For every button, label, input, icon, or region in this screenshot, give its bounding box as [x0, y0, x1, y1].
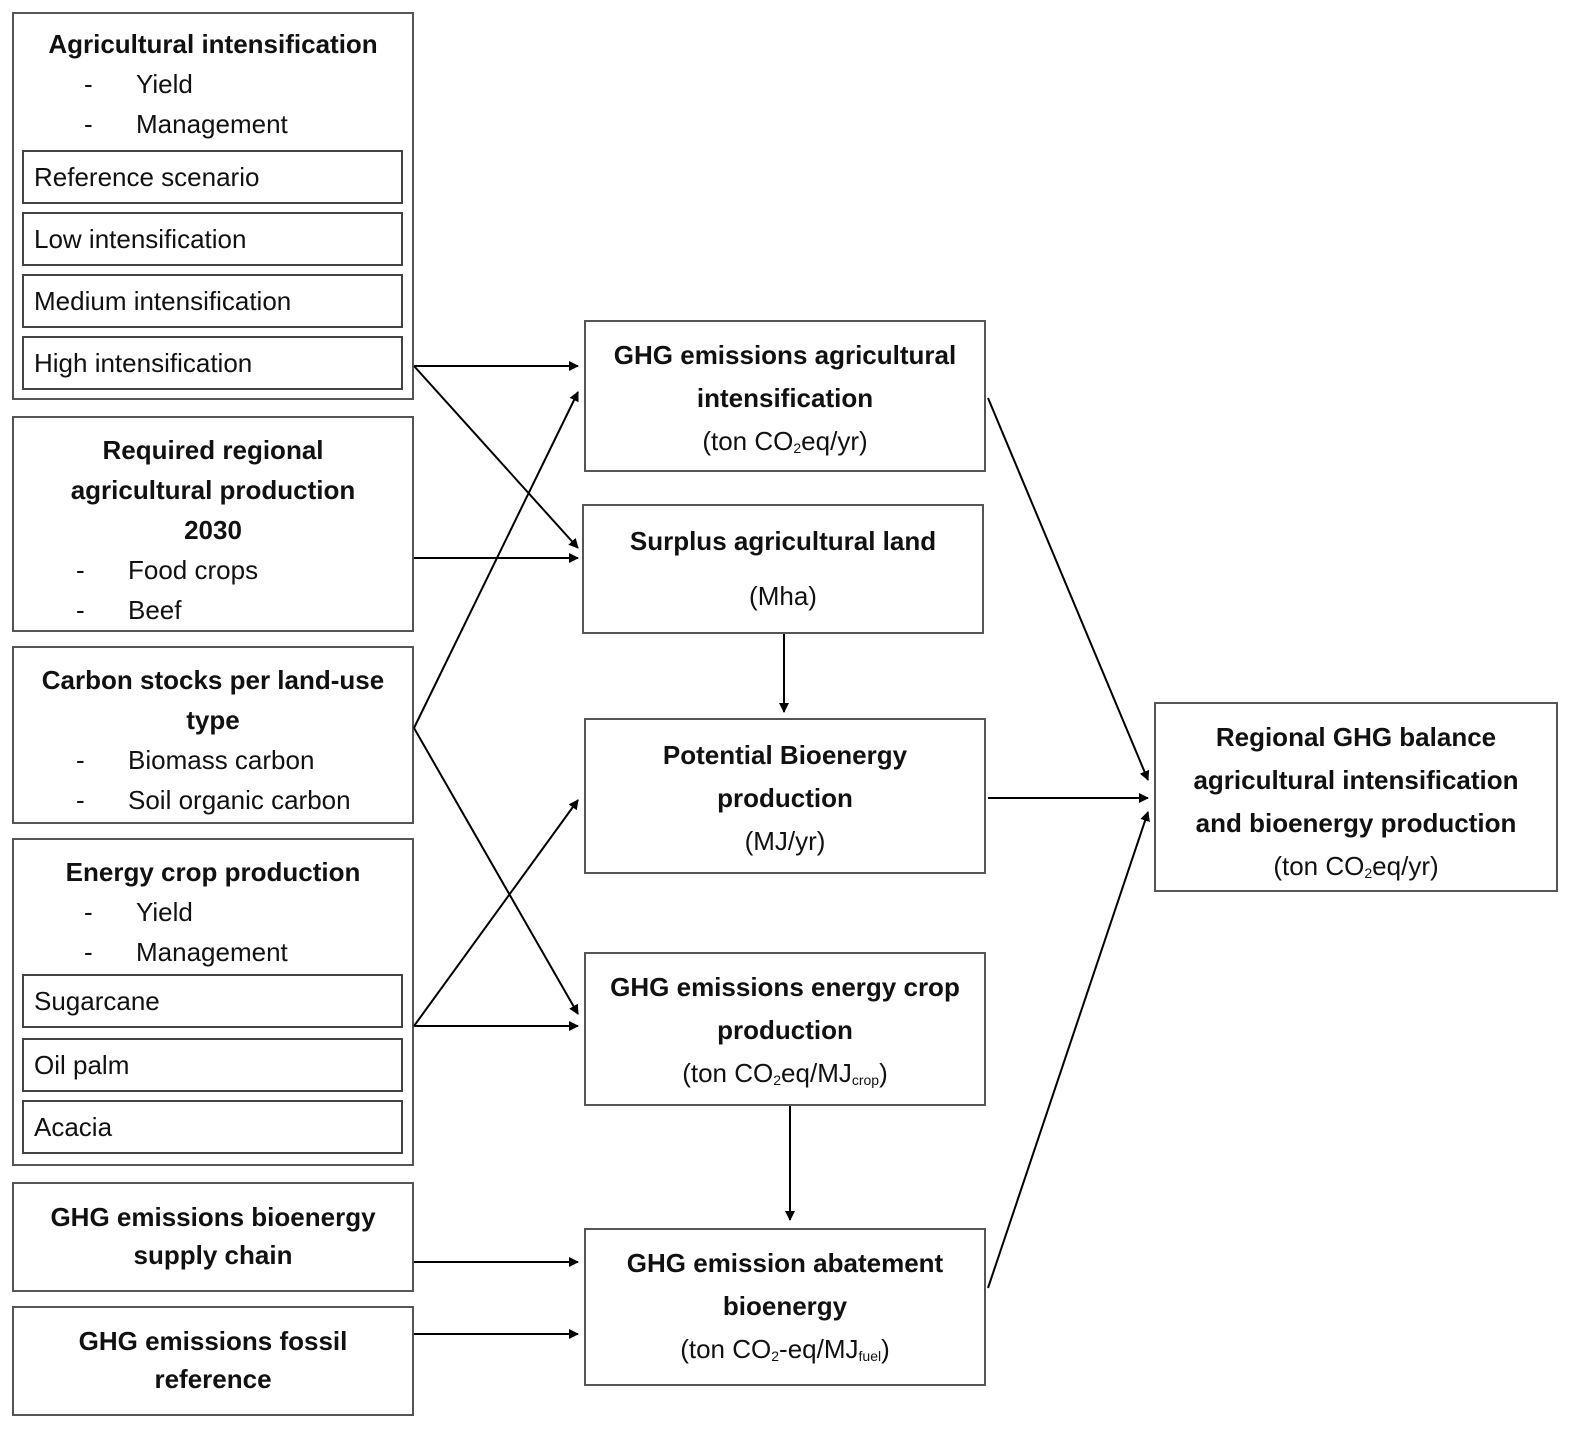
bullet-item: - Biomass carbon — [14, 740, 412, 780]
title-line: reference — [154, 1364, 272, 1394]
bullet-item: - Beef — [14, 590, 412, 630]
bullet-dash: - — [84, 69, 93, 99]
required-production-box: Required regional agricultural productio… — [12, 416, 414, 632]
arrow-carbon-to-ghg-agri — [413, 391, 579, 729]
bullet-item: - Soil organic carbon — [14, 780, 412, 820]
arrow-carbon-to-ghg-energy — [413, 727, 579, 1015]
bullet-management: Management — [136, 109, 288, 139]
arrow-ghg-agri-to-balance — [987, 397, 1150, 781]
title-line: GHG emissions fossil — [78, 1326, 348, 1356]
title-line: GHG emissions energy crop — [610, 972, 960, 1002]
bullet-dash: - — [76, 785, 85, 815]
bioenergy-production-box: Potential Bioenergy production (MJ/yr) — [584, 718, 986, 874]
crop-acacia: Acacia — [22, 1100, 403, 1154]
fossil-reference-title: GHG emissions fossil reference — [14, 1322, 412, 1398]
regional-balance-unit: (ton CO2eq/yr) — [1273, 851, 1439, 881]
bullet-item: - Food crops — [14, 550, 412, 590]
bullet-dash: - — [84, 109, 93, 139]
carbon-stocks-bullets: - Biomass carbon - Soil organic carbon — [14, 740, 412, 820]
bullet-dash: - — [76, 555, 85, 585]
bullet-item: - Yield — [14, 892, 412, 932]
bullet-biomass-carbon: Biomass carbon — [128, 745, 315, 775]
title-line: and bioenergy production — [1195, 808, 1517, 838]
agricultural-intensification-title: Agricultural intensification — [48, 29, 378, 59]
bioenergy-production-title: Potential Bioenergy production — [586, 734, 984, 820]
arrow-high-to-surplus — [413, 365, 579, 549]
scenario-low: Low intensification — [22, 212, 403, 266]
scenario-high: High intensification — [22, 336, 403, 390]
bullet-food-crops: Food crops — [128, 555, 259, 585]
surplus-land-unit: (Mha) — [749, 581, 817, 611]
bioenergy-production-unit: (MJ/yr) — [744, 826, 826, 856]
title-line: Regional GHG balance — [1215, 722, 1497, 752]
title-line: Carbon stocks per land-use — [41, 665, 385, 695]
scenario-reference: Reference scenario — [22, 150, 403, 204]
bullet-dash: - — [76, 745, 85, 775]
title-line: GHG emission abatement — [626, 1248, 944, 1278]
title-line: supply chain — [133, 1240, 293, 1270]
carbon-stocks-title: Carbon stocks per land-use type — [14, 660, 412, 740]
title-line: agricultural intensification — [1193, 765, 1519, 795]
ghg-energy-crop-unit: (ton CO2eq/MJcrop) — [682, 1058, 888, 1088]
supply-chain-box: GHG emissions bioenergy supply chain — [12, 1182, 414, 1292]
title-line: production — [717, 783, 853, 813]
ghg-agri-intensification-unit: (ton CO2eq/yr) — [702, 426, 868, 456]
title-line: intensification — [696, 383, 874, 413]
ghg-energy-crop-box: GHG emissions energy crop production (to… — [584, 952, 986, 1106]
surplus-land-title: Surplus agricultural land — [629, 526, 937, 556]
title-line: Required regional — [102, 435, 324, 465]
title-line: production — [717, 1015, 853, 1045]
bullet-dash: - — [84, 937, 93, 967]
bullet-item: - Management — [14, 932, 412, 972]
title-line: agricultural production — [70, 475, 356, 505]
agricultural-intensification-bullets: - Yield - Management — [14, 64, 412, 144]
regional-balance-box: Regional GHG balance agricultural intens… — [1154, 702, 1558, 892]
bullet-item: - Yield — [14, 64, 412, 104]
bullet-beef: Beef — [128, 595, 182, 625]
bullet-soil-organic-carbon: Soil organic carbon — [128, 785, 351, 815]
arrow-abatement-to-balance — [987, 811, 1150, 1289]
required-production-bullets: - Food crops - Beef — [14, 550, 412, 630]
fossil-reference-box: GHG emissions fossil reference — [12, 1306, 414, 1416]
energy-crop-production-bullets: - Yield - Management — [14, 892, 412, 972]
title-line: type — [186, 705, 240, 735]
abatement-title: GHG emission abatement bioenergy — [586, 1242, 984, 1328]
title-line: GHG emissions agricultural — [613, 340, 957, 370]
bullet-dash: - — [76, 595, 85, 625]
bullet-yield: Yield — [136, 69, 193, 99]
regional-balance-title: Regional GHG balance agricultural intens… — [1156, 716, 1556, 845]
arrow-sugarcane-to-bioenergy — [413, 799, 579, 1027]
agricultural-intensification-box: Agricultural intensification - Yield - M… — [12, 12, 414, 400]
crop-oil-palm: Oil palm — [22, 1038, 403, 1092]
abatement-unit: (ton CO2-eq/MJfuel) — [680, 1334, 890, 1364]
title-line: Potential Bioenergy — [662, 740, 908, 770]
title-line: GHG emissions bioenergy — [50, 1202, 376, 1232]
bullet-management: Management — [136, 937, 288, 967]
supply-chain-title: GHG emissions bioenergy supply chain — [14, 1198, 412, 1274]
title-line: bioenergy — [722, 1291, 848, 1321]
bullet-item: - Management — [14, 104, 412, 144]
ghg-agri-intensification-title: GHG emissions agricultural intensificati… — [586, 334, 984, 420]
carbon-stocks-box: Carbon stocks per land-use type - Biomas… — [12, 646, 414, 824]
ghg-energy-crop-title: GHG emissions energy crop production — [586, 966, 984, 1052]
abatement-box: GHG emission abatement bioenergy (ton CO… — [584, 1228, 986, 1386]
ghg-agri-intensification-box: GHG emissions agricultural intensificati… — [584, 320, 986, 472]
title-line: 2030 — [184, 515, 242, 545]
energy-crop-production-title: Energy crop production — [65, 857, 361, 887]
bullet-dash: - — [84, 897, 93, 927]
scenario-medium: Medium intensification — [22, 274, 403, 328]
surplus-land-box: Surplus agricultural land (Mha) — [582, 504, 984, 634]
crop-sugarcane: Sugarcane — [22, 974, 403, 1028]
bullet-yield: Yield — [136, 897, 193, 927]
required-production-title: Required regional agricultural productio… — [14, 430, 412, 550]
